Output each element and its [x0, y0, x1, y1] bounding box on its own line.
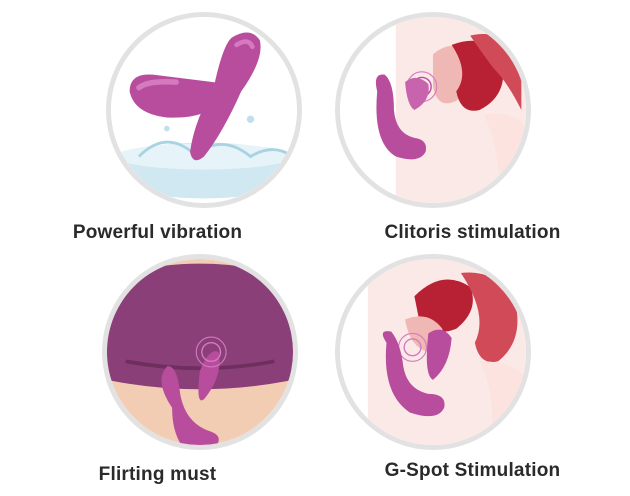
caption-flirting-must: Flirting must	[98, 464, 217, 485]
feature-powerful-vibration: Powerful vibration	[0, 0, 315, 248]
feature-g-spot-stimulation: G-Spot Stimulation	[315, 248, 630, 496]
caption-clitoris-stimulation: Clitoris stimulation	[384, 222, 561, 243]
caption-powerful-vibration: Powerful vibration	[72, 222, 243, 243]
anatomy-internal-image	[335, 254, 531, 450]
worn-product-image	[102, 254, 298, 450]
caption-g-spot-stimulation: G-Spot Stimulation	[384, 460, 561, 481]
feature-clitoris-stimulation: Clitoris stimulation	[315, 0, 630, 248]
feature-flirting-must: Flirting must	[0, 248, 315, 496]
water-splash-product-image	[106, 12, 302, 208]
anatomy-external-image	[335, 12, 531, 208]
